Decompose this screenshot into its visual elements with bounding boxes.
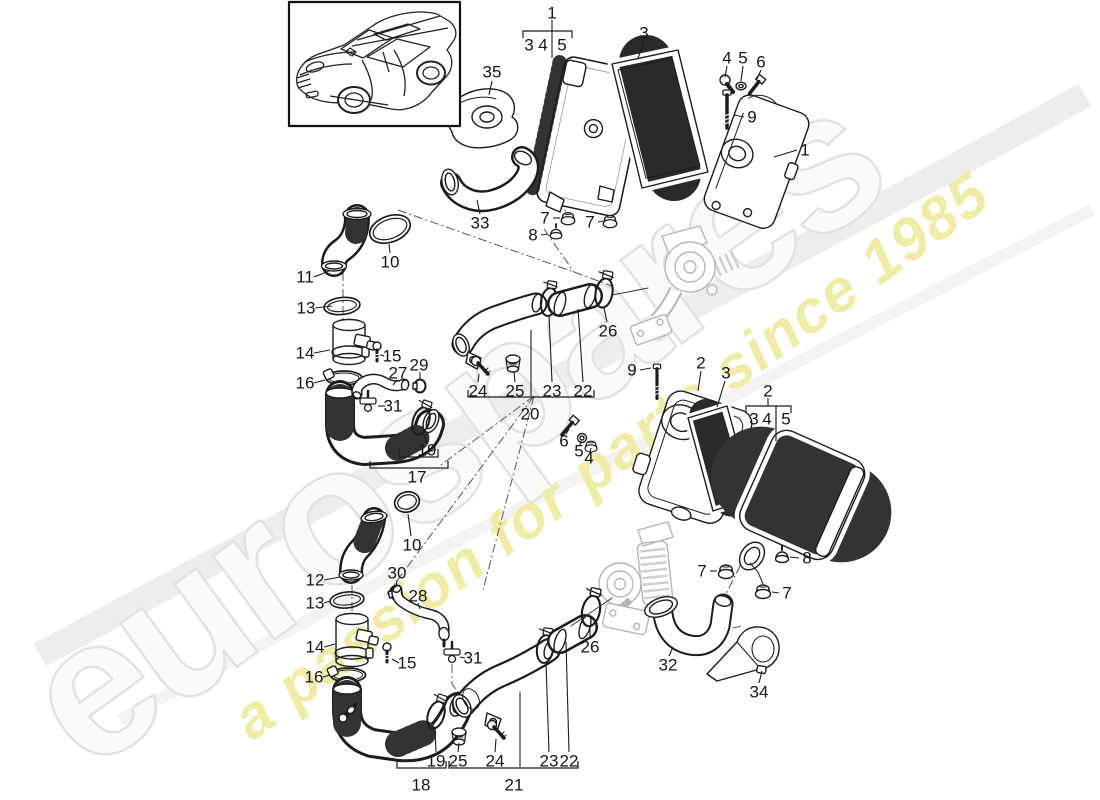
sunroof [373,23,421,41]
door-line [361,59,373,101]
side-windows [366,38,431,68]
hood-line [299,63,353,76]
air-filter-element-1 [607,35,713,201]
watermark-swoosh-2 [117,204,1095,726]
hood-line [304,51,356,63]
housing-foot [545,191,565,213]
hex-nut-7d [754,584,772,600]
sealing-ring-10 [368,213,412,245]
fog-light [305,90,319,99]
roof-rail [351,27,449,47]
bolt-24b [485,718,508,741]
hex-nut-7c [717,564,735,580]
intake-duct-33 [440,146,540,213]
sealing-ring-10b [393,490,421,514]
housing-foot [597,185,615,203]
rocker-line [329,95,389,106]
b-pillar [382,51,390,73]
fitting-31b [442,640,462,664]
hex-nut-4b [584,440,598,453]
hose-sleeve-22b [547,614,598,654]
bolt-6b [560,414,580,437]
cover-outlet-spout [738,541,766,571]
turbocharger-top [629,225,742,346]
watermark-swoosh [33,83,1092,667]
construction-lines [342,195,749,697]
intake-hose-21 [452,638,561,732]
hose-sleeve-22 [547,283,603,317]
sealing-ring-13 [323,296,361,316]
hex-nut-7 [560,211,576,226]
pipe-elbow-11 [320,204,372,277]
intake-hose-20 [451,292,548,370]
leader-lines [313,20,800,767]
headlight [305,61,325,73]
group-brackets [369,30,792,769]
vehicle-thumbnail [287,0,462,128]
air-cleaner-housing-1b [703,94,810,229]
sealing-ring-13b [329,591,365,609]
grille [296,73,312,89]
rear-wheel [416,60,446,86]
mirror [345,47,357,57]
car-body [296,11,457,111]
windshield [340,29,394,59]
washer-5 [735,81,747,91]
intake-scoop-35 [447,88,519,149]
air-cleaner-cover-2 [711,425,892,565]
breather-hose-27 [351,373,410,400]
pipe-elbow-12 [338,507,388,584]
door-line [393,49,406,97]
roof-rail [356,15,441,41]
turbocharger-bottom [598,521,674,636]
elbow-hose-18 [332,676,473,763]
bolt-4 [719,74,735,94]
parts-linework [320,35,892,763]
maf-housing-14b [334,612,380,668]
hex-nut-7 [602,214,618,229]
drain-elbow-32 [644,593,734,657]
washer-5b [576,432,588,444]
breather-hose-28 [391,584,450,648]
air-scoop-34 [706,626,780,682]
